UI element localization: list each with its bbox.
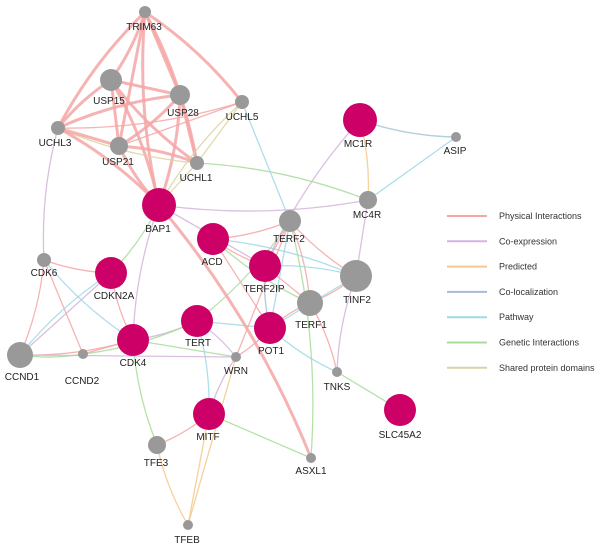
node-label-bap1: BAP1 bbox=[145, 224, 171, 235]
node-label-mitf: MITF bbox=[196, 432, 219, 443]
node-ccnd1[interactable] bbox=[7, 342, 33, 368]
node-trim63[interactable] bbox=[139, 6, 151, 18]
edge-tfe3-tfeb bbox=[156, 444, 189, 526]
edge-bap1-mc4r bbox=[158, 199, 369, 212]
node-label-slc45a2: SLC45A2 bbox=[379, 430, 422, 441]
edge-wrn-terf2 bbox=[235, 220, 291, 358]
node-label-tnks: TNKS bbox=[324, 382, 351, 393]
node-terf2[interactable] bbox=[279, 210, 301, 232]
node-label-terf1: TERF1 bbox=[295, 320, 327, 331]
node-tfeb[interactable] bbox=[183, 520, 193, 530]
edge-asxl1-terf2 bbox=[289, 220, 314, 459]
node-label-ccnd2: CCND2 bbox=[65, 376, 100, 387]
node-mc4r[interactable] bbox=[359, 191, 377, 209]
nodes-layer bbox=[7, 6, 461, 530]
legend-label-pathway: Pathway bbox=[499, 312, 534, 322]
edge-uchl5-uchl3 bbox=[57, 101, 243, 129]
legend-label-colocalization: Co-localization bbox=[499, 287, 558, 297]
edge-acd-tinf2 bbox=[212, 238, 357, 277]
node-label-mc4r: MC4R bbox=[353, 210, 381, 221]
node-label-wrn: WRN bbox=[224, 366, 248, 377]
edge-terf2ip-mc1r bbox=[264, 119, 361, 267]
node-uchl3[interactable] bbox=[51, 121, 65, 135]
legend-label-genetic: Genetic Interactions bbox=[499, 338, 580, 348]
node-label-tfe3: TFE3 bbox=[144, 458, 169, 469]
node-label-cdk4: CDK4 bbox=[120, 358, 147, 369]
node-label-terf2: TERF2 bbox=[273, 234, 305, 245]
edge-trim63-usp21 bbox=[117, 11, 147, 147]
node-tnks[interactable] bbox=[332, 367, 342, 377]
node-label-uchl1: UCHL1 bbox=[180, 173, 213, 184]
edge-usp28-uchl3 bbox=[57, 93, 181, 130]
node-cdk6[interactable] bbox=[37, 253, 51, 267]
node-label-tinf2: TINF2 bbox=[343, 295, 371, 306]
node-label-cdkn2a: CDKN2A bbox=[94, 291, 135, 302]
node-asip[interactable] bbox=[451, 132, 461, 142]
edge-tfeb-wrn bbox=[187, 356, 237, 526]
node-label-asxl1: ASXL1 bbox=[295, 466, 327, 477]
node-label-terf2ip: TERF2IP bbox=[243, 284, 284, 295]
node-label-ccnd1: CCND1 bbox=[5, 372, 40, 383]
node-bap1[interactable] bbox=[142, 188, 176, 222]
node-label-mc1r: MC1R bbox=[344, 139, 372, 150]
node-label-usp21: USP21 bbox=[102, 157, 134, 168]
node-label-asip: ASIP bbox=[444, 146, 467, 157]
node-wrn[interactable] bbox=[231, 352, 241, 362]
node-pot1[interactable] bbox=[254, 312, 286, 344]
edges-layer bbox=[19, 10, 457, 526]
node-tfe3[interactable] bbox=[148, 436, 166, 454]
node-label-uchl5: UCHL5 bbox=[226, 112, 259, 123]
node-ccnd2[interactable] bbox=[78, 349, 88, 359]
node-usp28[interactable] bbox=[170, 85, 190, 105]
legend-label-coexpression: Co-expression bbox=[499, 236, 557, 246]
legend-label-predicted: Predicted bbox=[499, 262, 537, 272]
node-asxl1[interactable] bbox=[306, 453, 316, 463]
node-label-acd: ACD bbox=[201, 257, 222, 268]
edge-trim63-uchl5 bbox=[144, 10, 244, 103]
node-label-pot1: POT1 bbox=[258, 346, 285, 357]
node-cdk4[interactable] bbox=[117, 324, 149, 356]
edge-wrn-ccnd1 bbox=[19, 354, 237, 358]
node-mitf[interactable] bbox=[193, 398, 225, 430]
edge-uchl1-mc4r bbox=[196, 162, 369, 201]
node-label-cdk6: CDK6 bbox=[31, 268, 58, 279]
node-uchl5[interactable] bbox=[235, 95, 249, 109]
edge-mitf-tfeb bbox=[187, 413, 210, 526]
edge-trim63-uchl1 bbox=[143, 11, 199, 164]
legend-label-domains: Shared protein domains bbox=[499, 363, 595, 373]
edge-mc4r-asip bbox=[367, 136, 457, 201]
edge-uchl5-terf2 bbox=[241, 101, 291, 222]
node-cdkn2a[interactable] bbox=[95, 257, 127, 289]
node-terf1[interactable] bbox=[297, 290, 323, 316]
edge-uchl3-cdk6 bbox=[42, 127, 59, 261]
node-label-tfeb: TFEB bbox=[174, 535, 200, 546]
node-label-usp28: USP28 bbox=[167, 108, 199, 119]
legend-label-physical: Physical Interactions bbox=[499, 211, 582, 221]
node-label-uchl3: UCHL3 bbox=[39, 138, 72, 149]
node-uchl1[interactable] bbox=[190, 156, 204, 170]
node-terf2ip[interactable] bbox=[249, 250, 281, 282]
edge-cdk6-ccnd2 bbox=[43, 259, 84, 355]
node-slc45a2[interactable] bbox=[384, 394, 416, 426]
node-label-trim63: TRIM63 bbox=[126, 22, 162, 33]
node-tinf2[interactable] bbox=[340, 260, 372, 292]
legend: Physical InteractionsCo-expressionPredic… bbox=[447, 211, 595, 373]
node-usp15[interactable] bbox=[100, 69, 122, 91]
edge-trim63-uchl3 bbox=[56, 10, 147, 129]
node-acd[interactable] bbox=[197, 223, 229, 255]
edge-cdk4-ccnd1 bbox=[19, 339, 134, 356]
node-label-tert: TERT bbox=[185, 338, 211, 349]
node-label-usp15: USP15 bbox=[93, 96, 125, 107]
edge-uchl5-usp21 bbox=[118, 101, 243, 147]
node-mc1r[interactable] bbox=[343, 103, 377, 137]
edge-bap1-asxl1 bbox=[157, 204, 313, 459]
node-tert[interactable] bbox=[181, 305, 213, 337]
edge-uchl5-uchl1 bbox=[196, 101, 243, 164]
node-usp21[interactable] bbox=[110, 137, 128, 155]
